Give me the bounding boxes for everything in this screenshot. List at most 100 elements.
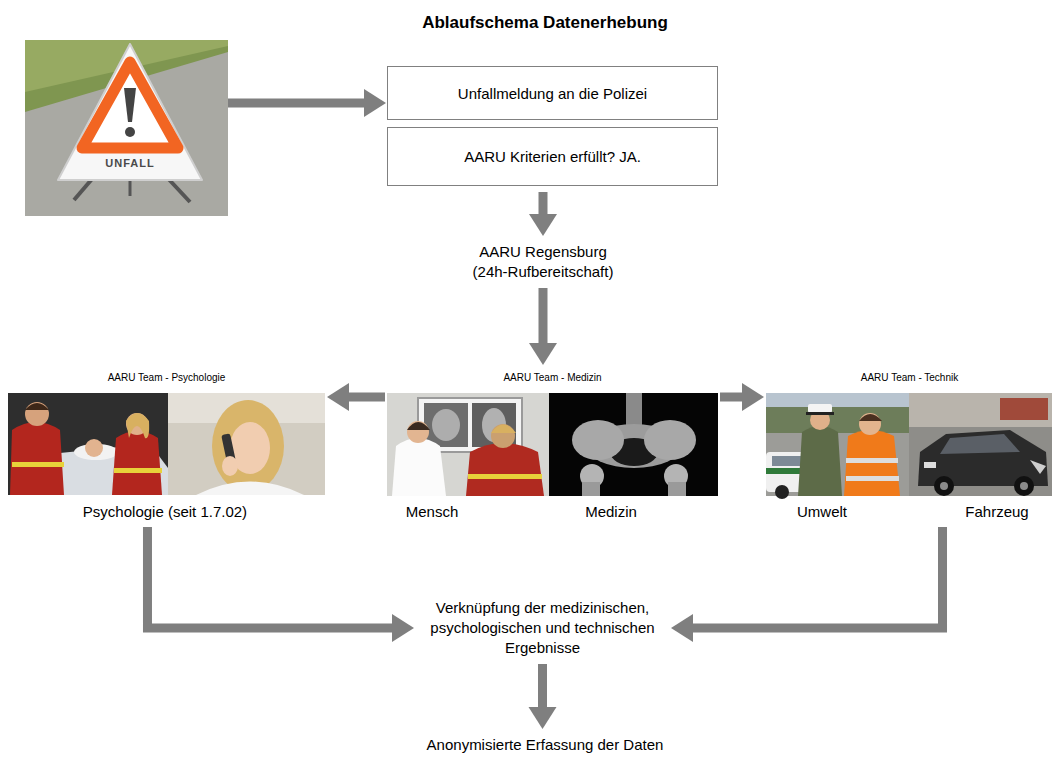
psychology-photo	[112, 431, 162, 495]
team-heading: AARU Team - Medizin	[387, 371, 718, 385]
technical-photo	[909, 393, 1052, 427]
flow-arrow	[671, 527, 943, 642]
team-heading: AARU Team - Psychologie	[8, 371, 325, 385]
technical-photo	[924, 462, 936, 468]
photo-caption: Medizin	[585, 503, 637, 521]
photo-caption: Fahrzeug	[965, 503, 1028, 521]
medicine-photo	[572, 420, 624, 460]
arrow-head	[529, 214, 557, 236]
psychology-photo	[85, 439, 103, 457]
label-holder: UNFALL	[80, 156, 180, 170]
connector-line	[539, 192, 548, 215]
arrow-head	[529, 707, 557, 729]
medicine-photo	[468, 474, 542, 479]
flow-arrow	[327, 383, 385, 411]
photo-slot	[8, 393, 325, 496]
technical-photo	[798, 426, 842, 496]
photo-slot	[766, 393, 1053, 496]
caption-row: Psychologie (seit 1.7.02)	[8, 503, 325, 521]
flow-arrow	[529, 664, 557, 729]
flow-arrow	[529, 192, 557, 236]
psychology-photo	[8, 393, 168, 495]
technical-photo	[1014, 476, 1034, 496]
diagram-title: Ablaufschema Datenerhebung	[345, 12, 745, 34]
result-node: Anonymisierte Erfassung der Daten	[380, 735, 710, 755]
step-text: AARU Regensburg (24h-Rufbereitschaft)	[463, 242, 623, 282]
medicine-photo	[491, 424, 515, 448]
arrow-head	[742, 383, 764, 411]
step-node: Verknüpfung der medizinischen, psycholog…	[420, 598, 665, 658]
technical-photo	[1000, 398, 1048, 420]
team-panel: AARU Team - MedizinMensch Medizin	[387, 371, 718, 521]
process-box: Unfallmeldung an die Polizei	[387, 66, 718, 120]
medicine-photo	[582, 482, 600, 496]
technical-photo	[940, 482, 948, 490]
photo-caption: Umwelt	[797, 503, 847, 521]
psychology-photo	[114, 468, 162, 473]
decision-box: AARU Kriterien erfüllt? JA.	[387, 127, 718, 186]
psychology-photo	[196, 482, 304, 496]
title-holder: Ablaufschema Datenerhebung	[345, 12, 745, 34]
medicine-photo	[549, 393, 718, 496]
technical-photo	[859, 414, 882, 421]
flow-arrow	[228, 99, 365, 108]
psychology-photo	[168, 393, 325, 495]
medicine-photo	[407, 422, 430, 430]
technical-photo	[844, 430, 900, 496]
technical-photo	[766, 393, 909, 433]
warning-sign-photo	[25, 40, 228, 216]
caption-row: Umwelt Fahrzeug	[766, 503, 1053, 521]
psychology-photo	[8, 393, 325, 495]
caption-row: Mensch Medizin	[387, 503, 718, 521]
arrow-head	[529, 343, 557, 365]
photo-caption: Psychologie (seit 1.7.02)	[83, 503, 247, 521]
medicine-photo	[491, 425, 516, 434]
connector-line	[538, 664, 547, 708]
technical-photo	[934, 476, 954, 496]
connector-line	[147, 527, 393, 628]
technical-photo	[775, 485, 789, 499]
connector-line	[348, 393, 385, 402]
flow-arrow	[529, 288, 557, 365]
technical-photo	[766, 393, 1052, 499]
medicine-photo	[472, 403, 516, 447]
box-text: AARU Kriterien erfüllt? JA.	[464, 147, 641, 166]
technical-photo	[766, 393, 909, 496]
psychology-photo	[126, 413, 149, 438]
warning-sign-photo	[125, 127, 135, 137]
sign-label: UNFALL	[80, 156, 180, 170]
psychology-photo	[25, 403, 49, 410]
warning-sign-photo	[58, 44, 202, 180]
medicine-photo	[466, 443, 544, 496]
team-panel: AARU Team - PsychologiePsychologie (seit…	[8, 371, 325, 521]
psychology-photo	[25, 402, 49, 426]
warning-sign-photo	[82, 62, 178, 148]
medicine-photo	[668, 482, 686, 496]
technical-photo	[846, 458, 898, 463]
medicine-photo	[644, 420, 696, 460]
psychology-photo	[12, 462, 64, 467]
warning-sign-photo	[25, 40, 228, 216]
technical-photo	[806, 412, 834, 415]
technical-photo	[808, 404, 832, 413]
photo-slot	[387, 393, 718, 496]
flow-arrow	[364, 89, 386, 117]
psychology-photo	[212, 400, 284, 492]
technical-photo	[766, 393, 909, 407]
technical-photo	[1030, 460, 1046, 474]
step-text: Verknüpfung der medizinischen, psycholog…	[420, 598, 665, 658]
box-text: Unfallmeldung an die Polizei	[458, 84, 647, 103]
medicine-photo	[432, 409, 460, 441]
team-panel: AARU Team - TechnikUmwelt Fahrzeug	[766, 371, 1053, 521]
technical-photo	[940, 434, 1020, 454]
medicine-photo	[626, 393, 642, 429]
photo-caption: Mensch	[406, 503, 459, 521]
flow-arrow	[720, 383, 764, 411]
connector-line	[539, 288, 548, 344]
team-heading: AARU Team - Technik	[766, 371, 1053, 385]
step-text: Anonymisierte Erfassung der Daten	[380, 735, 710, 755]
medicine-photo	[387, 393, 718, 496]
arrow-head	[327, 383, 349, 411]
technical-photo	[1020, 482, 1028, 490]
flow-arrow	[228, 89, 386, 117]
